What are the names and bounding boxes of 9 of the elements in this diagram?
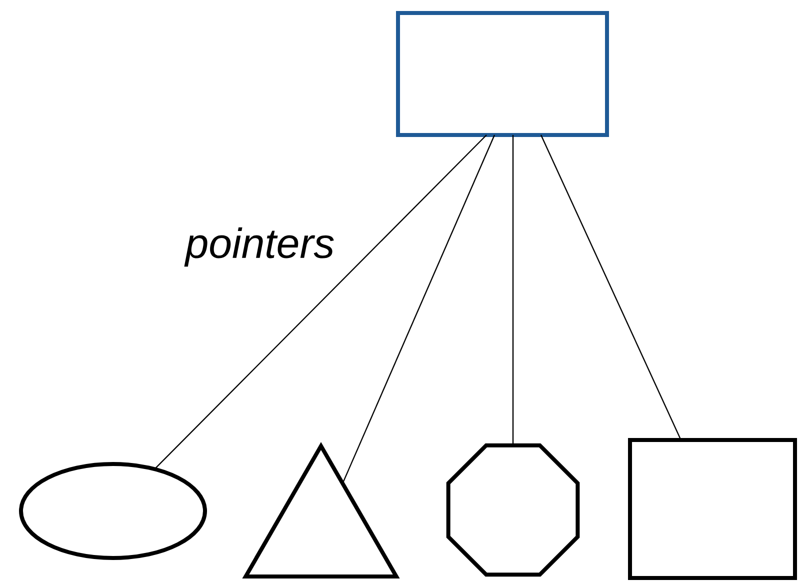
connector-line xyxy=(342,134,496,484)
connector-line xyxy=(512,135,514,446)
octagon-shape xyxy=(446,443,580,577)
connector-line xyxy=(540,134,682,440)
container-box xyxy=(396,11,609,137)
square-shape xyxy=(628,438,797,580)
annotation-text: pointers xyxy=(184,227,334,267)
connector-line xyxy=(154,134,487,470)
ellipse-shape xyxy=(19,462,207,560)
